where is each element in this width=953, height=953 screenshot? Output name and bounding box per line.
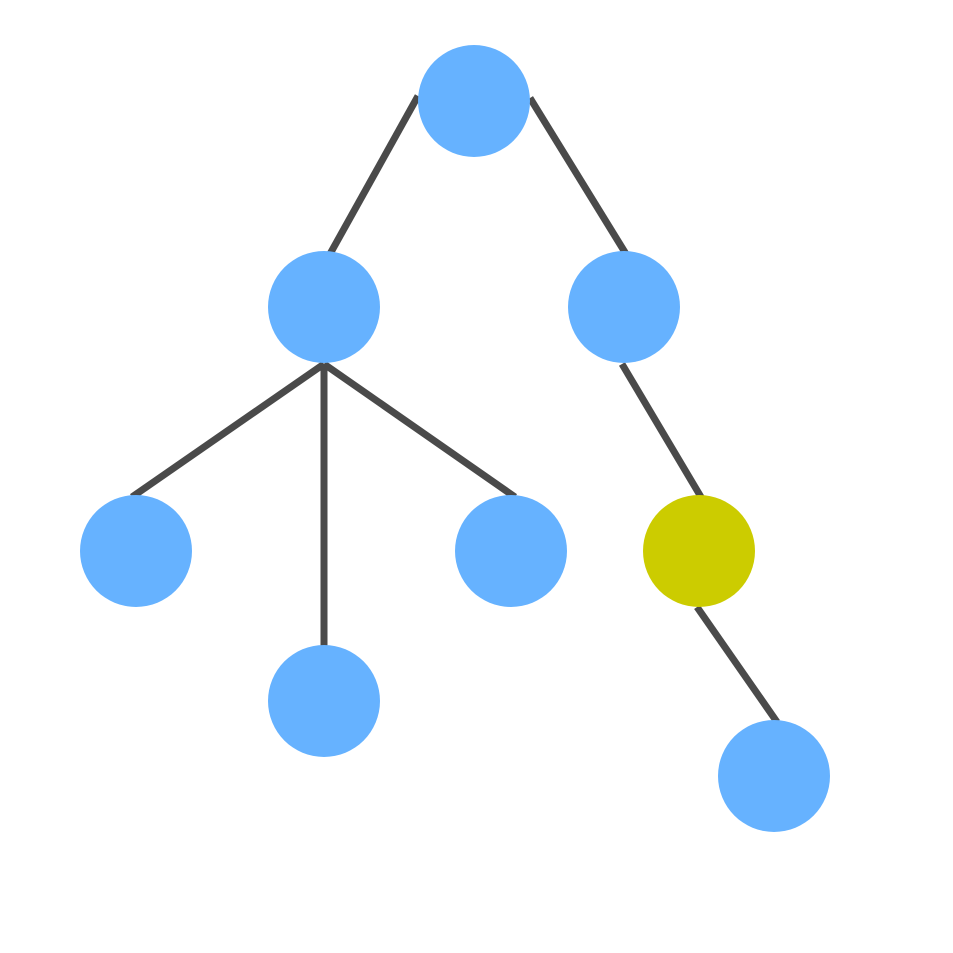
node-left-grandchild-2 [268,645,380,757]
edges-layer [130,94,780,724]
edge-root-to-right-child [527,96,629,256]
node-left-grandchild-1 [80,495,192,607]
edge-right-child-to-right-grandchild [618,362,705,499]
node-right-grandchild-highlighted [643,495,755,607]
node-left-grandchild-3 [455,495,567,607]
edge-left-child-to-left-grandchild-3 [321,361,518,500]
nodes-layer [80,45,830,832]
edge-left-child-to-left-grandchild-1 [130,361,326,500]
node-right-child [568,251,680,363]
node-left-child [268,251,380,363]
node-right-great-grandchild [718,720,830,832]
edge-root-to-left-child [326,94,422,256]
node-root [418,45,530,157]
edge-right-grandchild-to-right-great-grandchild [694,605,780,724]
